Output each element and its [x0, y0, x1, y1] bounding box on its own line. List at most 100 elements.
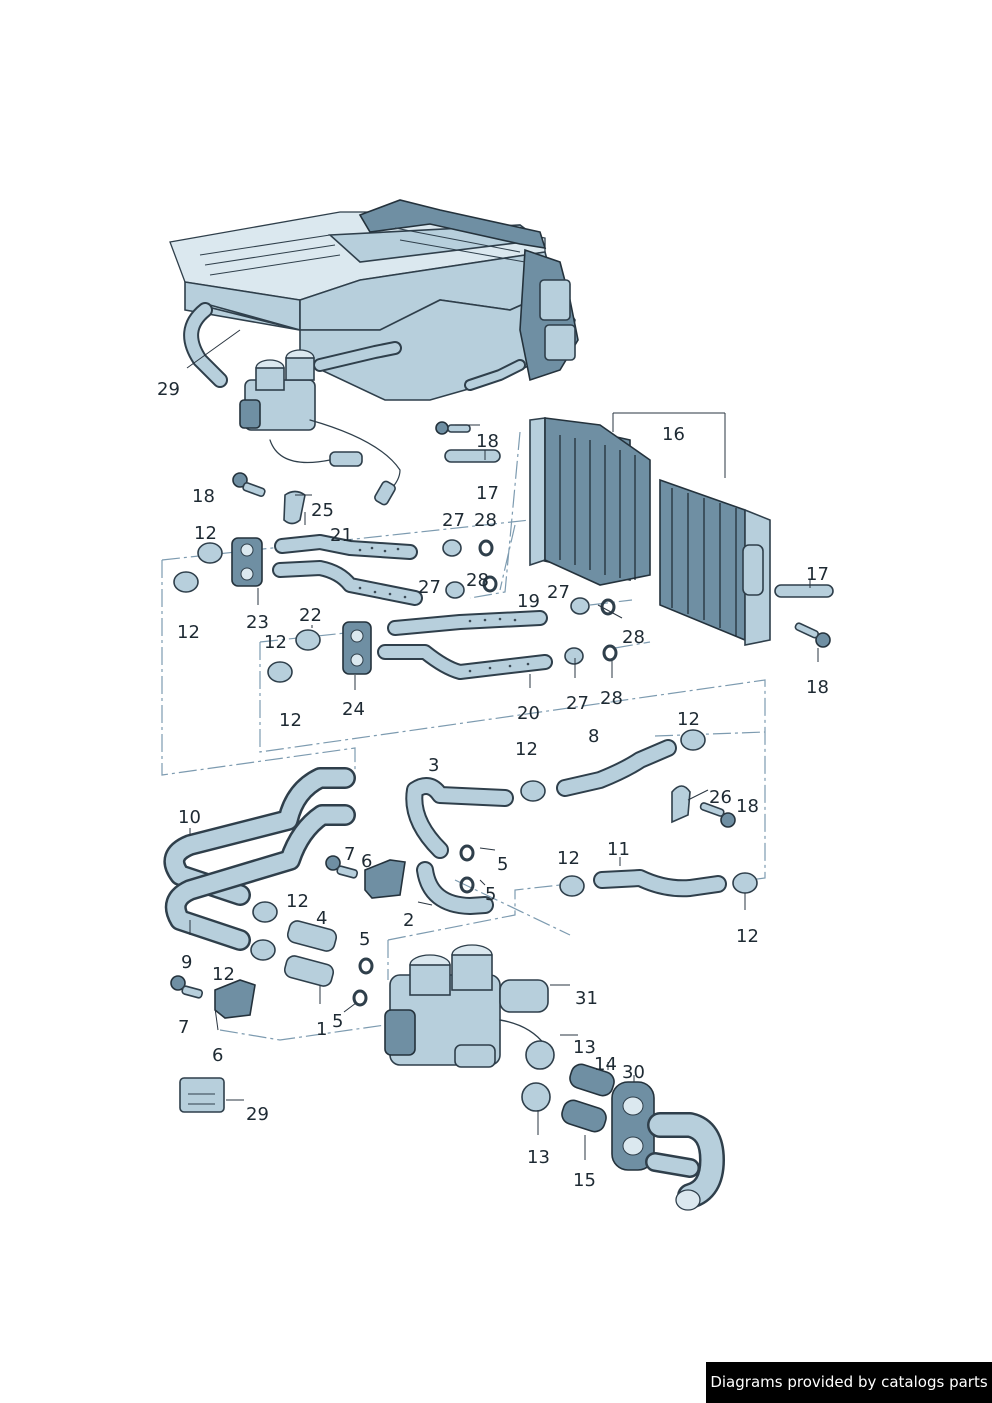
sleeve-15	[561, 1099, 607, 1133]
stubs-4	[283, 920, 338, 987]
callout-5-a: 5	[497, 854, 508, 875]
hose-20	[377, 644, 553, 680]
callout-7-mid: 7	[344, 844, 355, 865]
callout-27-a: 27	[442, 510, 465, 531]
callout-15: 15	[573, 1170, 596, 1191]
exhaust-pipe	[645, 1112, 725, 1211]
bolt-18-left	[232, 472, 266, 497]
gasket-23	[231, 537, 263, 587]
callout-21: 21	[330, 525, 353, 546]
bracket-17-top	[444, 449, 501, 463]
hose-21-upper	[274, 534, 418, 560]
credit-banner: Diagrams provided by catalogs parts	[706, 1362, 992, 1403]
hose-11	[593, 869, 727, 898]
heat-exchanger-rear	[659, 478, 771, 646]
callout-25: 25	[311, 500, 334, 521]
hose-8	[556, 739, 677, 797]
callout-2: 2	[403, 910, 414, 931]
clamps-13	[521, 1040, 555, 1112]
callout-12-d: 12	[279, 710, 302, 731]
callout-17-right: 17	[806, 564, 829, 585]
hose-10	[163, 767, 356, 951]
gasket-24	[342, 621, 372, 675]
callout-7-lower: 7	[178, 1017, 189, 1038]
callout-5-d: 5	[332, 1011, 343, 1032]
callout-13-b: 13	[527, 1147, 550, 1168]
heat-exchanger-front	[529, 417, 651, 586]
callout-18-left: 18	[192, 486, 215, 507]
hose-19	[387, 610, 548, 636]
callout-27-b: 27	[418, 577, 441, 598]
callout-12-f: 12	[677, 709, 700, 730]
callout-20: 20	[517, 703, 540, 724]
callout-24: 24	[342, 699, 365, 720]
callout-28-d: 28	[600, 688, 623, 709]
callout-19: 19	[517, 591, 540, 612]
callout-17-top: 17	[476, 483, 499, 504]
bracket-17-right	[774, 584, 834, 598]
callout-31: 31	[575, 988, 598, 1009]
hose-specks	[358, 546, 530, 673]
callout-5-b: 5	[485, 884, 496, 905]
callout-26: 26	[709, 787, 732, 808]
hose-2	[416, 861, 494, 915]
clip-25	[283, 490, 306, 525]
callout-10: 10	[178, 807, 201, 828]
callout-28-a: 28	[474, 510, 497, 531]
callout-12-c: 12	[264, 632, 287, 653]
callout-13-a: 13	[573, 1037, 596, 1058]
callout-18-right: 18	[806, 677, 829, 698]
callout-4: 4	[316, 908, 327, 929]
callout-12-a: 12	[194, 523, 217, 544]
callout-28-b: 28	[466, 570, 489, 591]
bolt-18-right	[794, 622, 831, 648]
heater-housing-assembly	[169, 199, 579, 506]
callout-18-top: 18	[476, 431, 499, 452]
callout-29-bottom: 29	[246, 1104, 269, 1125]
bolt-18-top	[435, 421, 471, 435]
callout-27-d: 27	[566, 693, 589, 714]
callout-5-c: 5	[359, 929, 370, 950]
clamps-12-upper	[173, 542, 321, 683]
callout-18-mid: 18	[736, 796, 759, 817]
callout-27-c: 27	[547, 582, 570, 603]
callout-9: 9	[181, 952, 192, 973]
callout-30: 30	[622, 1062, 645, 1083]
seals-5	[352, 844, 475, 1007]
callout-3: 3	[428, 755, 439, 776]
callout-29-top: 29	[157, 379, 180, 400]
clamps-12-mid	[250, 729, 758, 961]
callout-23: 23	[246, 612, 269, 633]
callout-6-lower: 6	[212, 1045, 223, 1066]
callout-12-b: 12	[177, 622, 200, 643]
bolt-7-mid	[325, 855, 359, 879]
callout-12-j: 12	[212, 964, 235, 985]
callout-14: 14	[594, 1054, 617, 1075]
bracket-26	[671, 785, 691, 824]
callout-12-e: 12	[515, 739, 538, 760]
valve-unit	[384, 944, 549, 1068]
bolt-18-mid	[699, 802, 736, 828]
sleeve-14	[569, 1063, 615, 1097]
bolt-7-lower	[170, 975, 204, 999]
callout-labels: 29 18 17 18 25 16 12 21 27 28 27 28 12 2…	[157, 379, 829, 1191]
callout-1: 1	[316, 1019, 327, 1040]
callout-16: 16	[662, 424, 685, 445]
relay-29	[179, 1077, 225, 1113]
gasket-30	[611, 1081, 655, 1171]
hose-21-lower	[272, 560, 423, 606]
callout-6-mid: 6	[361, 851, 372, 872]
callout-12-h: 12	[286, 891, 309, 912]
plate-6-lower	[214, 979, 256, 1019]
plate-6-mid	[364, 859, 406, 899]
callout-8: 8	[588, 726, 599, 747]
leader-lines	[186, 329, 819, 1160]
seals-27-28-upper	[442, 539, 618, 665]
callout-28-c: 28	[622, 627, 645, 648]
callout-12-i: 12	[736, 926, 759, 947]
callout-22: 22	[299, 605, 322, 626]
callout-11: 11	[607, 839, 630, 860]
hose-3	[405, 777, 514, 859]
callout-12-g: 12	[557, 848, 580, 869]
